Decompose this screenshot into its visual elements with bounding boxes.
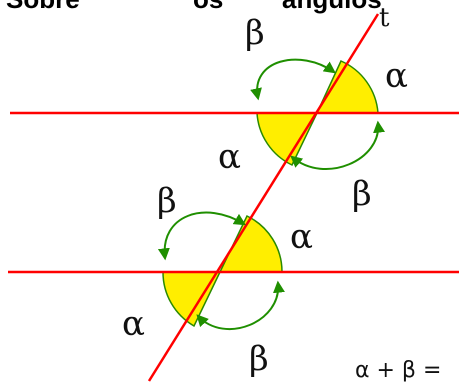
transversal-label: t (379, 3, 390, 33)
label-alpha-upper-left: α (218, 137, 241, 177)
label-beta-upper-top: β (245, 13, 265, 53)
label-beta-lower-bottom: β (249, 339, 269, 379)
lower-angle-alpha-sector (218, 214, 283, 273)
caption-word-1: Sobre (6, 0, 80, 14)
upper-arrow-beta-top (250, 58, 336, 101)
label-alpha-lower-left: α (122, 304, 145, 344)
lower-arrow-beta-top (157, 211, 247, 261)
upper-angle-alpha-opposite-sector (256, 112, 319, 167)
transversal-line (147, 13, 380, 382)
caption-word-3: ângulos (282, 0, 382, 14)
caption-word-2: os (193, 0, 223, 14)
label-alpha-upper-right: α (385, 56, 408, 96)
label-beta-lower-top: β (157, 181, 177, 221)
lower-arrow-beta-bottom (196, 280, 285, 330)
upper-angle-alpha-sector (315, 60, 379, 114)
label-beta-upper-bottom: β (352, 174, 372, 214)
upper-arrow-beta-bottom (290, 120, 385, 170)
label-alpha-lower-right: α (290, 217, 313, 257)
equation-text: α + β = (355, 358, 441, 383)
